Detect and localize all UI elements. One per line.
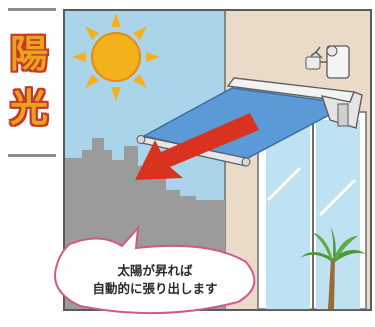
- bubble-line-1: 太陽が昇れば: [117, 263, 193, 278]
- bubble-caption: 太陽が昇れば 自動的に張り出します: [60, 262, 250, 298]
- sun-icon: [72, 13, 160, 101]
- light-sensor-icon: [305, 45, 350, 79]
- palm-tree-icon: [300, 226, 366, 309]
- side-title: 陽 光: [0, 0, 62, 327]
- bubble-line-2: 自動的に張り出します: [92, 281, 218, 296]
- title-char-1: 陽: [9, 31, 48, 76]
- title-char-2: 光: [9, 85, 48, 130]
- arrow-icon: [135, 113, 259, 180]
- awning-cassette: [226, 77, 363, 129]
- title-rule-bottom: [8, 154, 56, 157]
- window: [257, 111, 367, 310]
- speech-bubble: [54, 225, 256, 315]
- title-rule-top: [8, 8, 56, 11]
